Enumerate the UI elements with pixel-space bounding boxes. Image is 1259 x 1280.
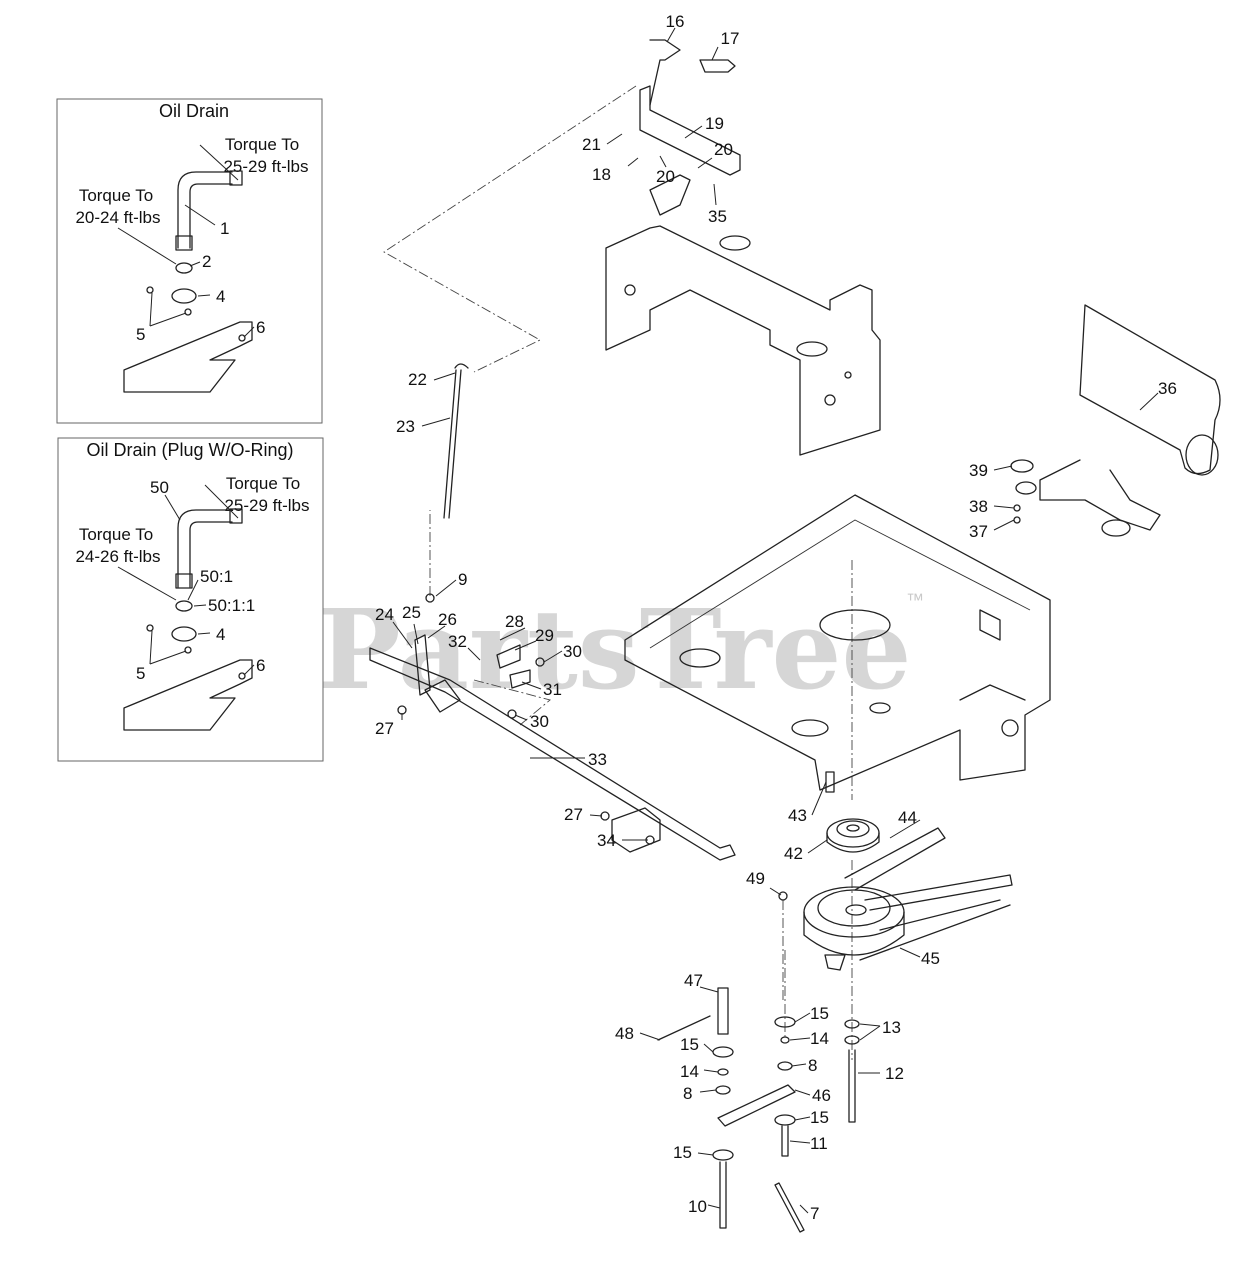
muffler-assembly <box>1010 304 1221 537</box>
inset-oil-drain-plug-title: Oil Drain (Plug W/O-Ring) <box>86 440 293 460</box>
callout-4: 4 <box>216 625 225 644</box>
callout-24: 24 <box>375 605 394 624</box>
idler-arm <box>717 1084 796 1127</box>
torque-lower-line1: Torque To <box>79 525 153 544</box>
drain-plug-oring <box>175 600 193 612</box>
torque-upper-line2: 25-29 ft-lbs <box>223 157 308 176</box>
callout-37: 37 <box>969 522 988 541</box>
torque-upper-line1: Torque To <box>226 474 300 493</box>
callout-27a: 27 <box>375 719 394 738</box>
idler-arm-assembly <box>657 987 860 1233</box>
callout-44: 44 <box>898 808 917 827</box>
callout-16: 16 <box>666 12 685 31</box>
drain-plug <box>175 262 193 274</box>
callout-32: 32 <box>448 632 467 651</box>
inset-oil-drain-plug: Oil Drain (Plug W/O-Ring) Torque To 25-2… <box>57 437 324 762</box>
callout-30b: 30 <box>530 712 549 731</box>
torque-lower-line2: 24-26 ft-lbs <box>75 547 160 566</box>
callout-8a: 8 <box>683 1084 692 1103</box>
bolt-10 <box>719 1161 727 1229</box>
callout-20a: 20 <box>656 167 675 186</box>
reference-line-upper <box>383 85 637 373</box>
callout-36: 36 <box>1158 379 1177 398</box>
callout-6: 6 <box>256 656 265 675</box>
torque-lower-line2: 20-24 ft-lbs <box>75 208 160 227</box>
callout-31: 31 <box>543 680 562 699</box>
callout-34: 34 <box>597 831 616 850</box>
callout-30a: 30 <box>563 642 582 661</box>
callout-7: 7 <box>810 1204 819 1223</box>
brake-shaft-assembly <box>369 593 736 861</box>
chassis-frame <box>624 494 1051 791</box>
watermark-trademark: ™ <box>906 590 924 610</box>
control-rod <box>443 369 462 519</box>
callout-15a: 15 <box>680 1035 699 1054</box>
callout-23: 23 <box>396 417 415 436</box>
clamp <box>171 288 197 304</box>
callout-15b: 15 <box>810 1004 829 1023</box>
watermark: PartsTree <box>318 585 912 714</box>
callout-33: 33 <box>588 750 607 769</box>
pipe-fitting-upper <box>229 170 243 186</box>
callout-2: 2 <box>202 252 211 271</box>
callout-25: 25 <box>402 603 421 622</box>
callout-49: 49 <box>746 869 765 888</box>
callout-8b: 8 <box>808 1056 817 1075</box>
upper-frame-assembly <box>605 39 881 456</box>
drain-pipe <box>177 171 233 249</box>
callout-50-1-1: 50:1:1 <box>208 596 255 615</box>
callout-19: 19 <box>705 114 724 133</box>
callout-9: 9 <box>458 570 467 589</box>
callout-11: 11 <box>810 1134 828 1153</box>
callout-48: 48 <box>615 1024 634 1043</box>
callout-12: 12 <box>885 1064 904 1083</box>
callout-5: 5 <box>136 325 145 344</box>
callout-10: 10 <box>688 1197 707 1216</box>
callout-26: 26 <box>438 610 457 629</box>
callout-17: 17 <box>721 29 740 48</box>
callout-50-1: 50:1 <box>200 567 233 586</box>
callout-22: 22 <box>408 370 427 389</box>
pulley-belt-assembly <box>778 771 1013 971</box>
callout-14a: 14 <box>680 1062 699 1081</box>
callout-21: 21 <box>582 135 601 154</box>
callout-28: 28 <box>505 612 524 631</box>
callout-42: 42 <box>784 844 803 863</box>
callout-35: 35 <box>708 207 727 226</box>
callout-4: 4 <box>216 287 225 306</box>
callout-50: 50 <box>150 478 169 497</box>
callout-group-main: 16 17 19 21 18 20 20 35 22 23 9 24 25 26… <box>375 12 1177 1223</box>
callout-47: 47 <box>684 971 703 990</box>
callout-43: 43 <box>788 806 807 825</box>
inset-oil-drain-title: Oil Drain <box>159 101 229 121</box>
callout-29: 29 <box>535 626 554 645</box>
callout-45: 45 <box>921 949 940 968</box>
pipe-fitting-lower <box>175 235 193 251</box>
callout-20b: 20 <box>714 140 733 159</box>
callout-6: 6 <box>256 318 265 337</box>
drain-pipe <box>177 509 233 588</box>
torque-upper-line1: Torque To <box>225 135 299 154</box>
callout-27b: 27 <box>564 805 583 824</box>
inset-oil-drain: Oil Drain Torque To 25-29 ft-lbs Torque … <box>56 98 323 424</box>
cotter-48 <box>657 1015 711 1041</box>
callout-1: 1 <box>220 219 229 238</box>
callout-13: 13 <box>882 1018 901 1037</box>
torque-upper-line2: 25-29 ft-lbs <box>224 496 309 515</box>
callout-15c: 15 <box>810 1108 829 1127</box>
frame-bracket <box>123 321 253 393</box>
callout-18: 18 <box>592 165 611 184</box>
pivot-pin <box>717 987 729 1035</box>
callout-39: 39 <box>969 461 988 480</box>
callout-14b: 14 <box>810 1029 829 1048</box>
callout-46: 46 <box>812 1086 831 1105</box>
key-43 <box>825 771 835 793</box>
pin-7 <box>774 1182 805 1233</box>
torque-lower-line1: Torque To <box>79 186 153 205</box>
callout-5: 5 <box>136 664 145 683</box>
callout-15d: 15 <box>673 1143 692 1162</box>
callout-38: 38 <box>969 497 988 516</box>
